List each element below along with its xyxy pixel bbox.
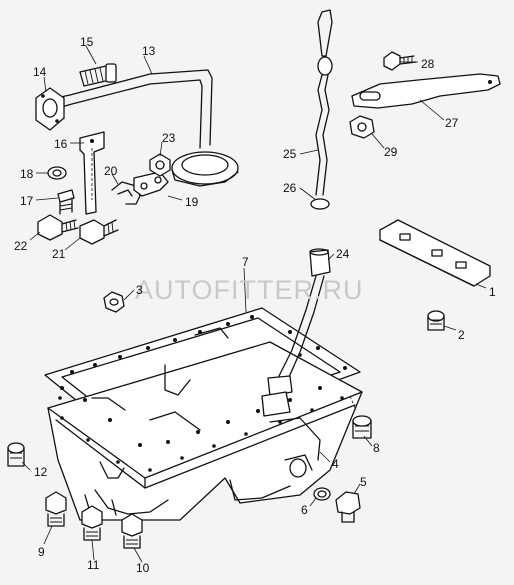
plug-3 [103, 291, 125, 313]
bracket-16 [79, 131, 105, 215]
callout-17: 17 [20, 194, 34, 208]
bracket-19 [133, 171, 169, 197]
bolt-17 [57, 189, 75, 215]
callout-20: 20 [104, 164, 118, 178]
leader-lines [21, 45, 487, 563]
callout-22: 22 [14, 239, 28, 253]
bolt-11 [81, 505, 103, 541]
callout-10: 10 [136, 561, 150, 575]
strainer-flange [35, 87, 65, 131]
bolt-12 [7, 442, 25, 467]
callout-2: 2 [458, 328, 465, 342]
baffle-1 [379, 219, 491, 287]
bolt-22 [37, 214, 79, 241]
drain-plug-5 [335, 491, 361, 523]
callout-6: 6 [301, 503, 308, 517]
nut-29 [349, 115, 375, 139]
dipstick-tube [261, 248, 331, 417]
callout-1: 1 [489, 285, 496, 299]
callout-7: 7 [242, 255, 249, 269]
watermark: AUTOFITTER.RU [135, 275, 364, 305]
bolt-28 [383, 51, 417, 71]
callout-5: 5 [360, 475, 367, 489]
callout-26: 26 [283, 181, 297, 195]
callout-9: 9 [38, 545, 45, 559]
washer-18 [47, 166, 67, 180]
callout-16: 16 [54, 137, 68, 151]
callout-27: 27 [445, 116, 459, 130]
bracket-27 [351, 73, 501, 109]
callout-labels: 1 2 3 4 5 6 7 8 9 10 11 12 13 14 15 16 1… [14, 35, 496, 575]
callout-14: 14 [33, 65, 47, 79]
callout-29: 29 [384, 145, 398, 159]
callout-11: 11 [87, 558, 100, 572]
callout-3: 3 [136, 283, 143, 297]
oil-strainer-pipe [55, 69, 239, 187]
callout-8: 8 [373, 441, 380, 455]
washer-6 [313, 487, 331, 501]
callout-19: 19 [185, 195, 199, 209]
bolt-15 [79, 63, 117, 87]
dipstick [315, 9, 333, 196]
bolt-9 [45, 491, 67, 527]
callout-21: 21 [52, 247, 66, 261]
callout-25: 25 [283, 147, 297, 161]
callout-12: 12 [34, 465, 48, 479]
callout-24: 24 [336, 247, 350, 261]
callout-15: 15 [80, 35, 94, 49]
nut-23 [149, 153, 171, 177]
gasket-bolt-holes [58, 315, 347, 472]
washer-26 [310, 198, 330, 210]
callout-18: 18 [20, 167, 34, 181]
callout-28: 28 [421, 57, 435, 71]
callout-23: 23 [162, 131, 176, 145]
callout-4: 4 [332, 457, 339, 471]
bolt-8 [352, 415, 372, 439]
bolt-2 [427, 310, 445, 331]
callout-13: 13 [142, 44, 156, 58]
bolt-21 [79, 219, 119, 245]
bolt-10 [121, 513, 143, 549]
